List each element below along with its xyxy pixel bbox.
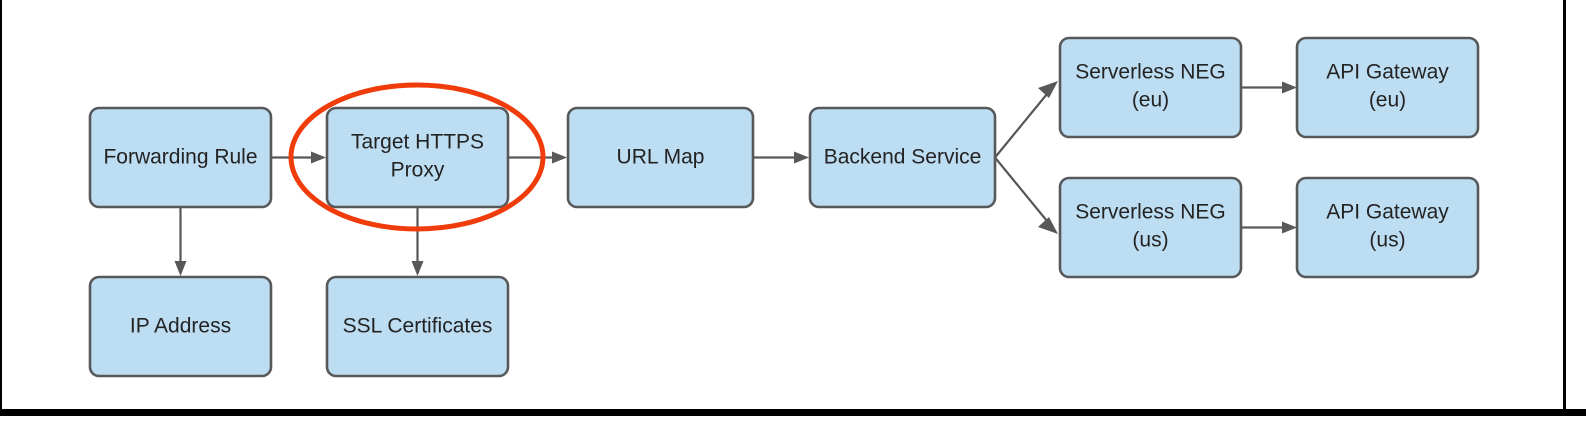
edge-serverless-neg-eu-to-api-gateway-eu xyxy=(1241,81,1297,94)
node-forwarding-rule-label: Forwarding Rule xyxy=(103,146,257,169)
node-serverless-neg-us[interactable]: Serverless NEG (us) xyxy=(1058,176,1243,279)
node-serverless-neg-us-label-line2: (us) xyxy=(1132,229,1168,252)
node-backend-service-box[interactable] xyxy=(808,106,997,209)
node-api-gateway-eu-box[interactable] xyxy=(1295,36,1480,139)
node-forwarding-rule[interactable]: Forwarding Rule xyxy=(88,106,273,209)
node-url-map-box[interactable] xyxy=(566,106,755,209)
node-url-map[interactable]: URL Map xyxy=(566,106,755,209)
node-api-gateway-us-box[interactable] xyxy=(1295,176,1480,279)
node-target-https-proxy[interactable]: Target HTTPS Proxy xyxy=(325,106,510,209)
node-api-gateway-us-label-line2: (us) xyxy=(1369,229,1405,252)
node-ssl-certificates-box[interactable] xyxy=(325,275,510,378)
node-api-gateway-eu-label-line1: API Gateway xyxy=(1326,61,1449,84)
edge-target-https-proxy-to-url-map xyxy=(508,151,567,164)
node-serverless-neg-us-box[interactable] xyxy=(1058,176,1243,279)
node-serverless-neg-eu-label-line1: Serverless NEG xyxy=(1075,61,1226,84)
edge-url-map-to-backend-service xyxy=(753,151,809,164)
node-ip-address[interactable]: IP Address xyxy=(88,275,273,378)
node-backend-service[interactable]: Backend Service xyxy=(808,106,997,209)
node-ip-address-label: IP Address xyxy=(130,315,231,338)
node-target-https-proxy-label-line2: Proxy xyxy=(391,159,445,182)
node-forwarding-rule-box[interactable] xyxy=(88,106,273,209)
nodes-layer: Forwarding Rule Target HTTPS Proxy URL M… xyxy=(88,36,1480,378)
node-ssl-certificates[interactable]: SSL Certificates xyxy=(325,275,510,378)
node-target-https-proxy-box[interactable] xyxy=(325,106,510,209)
edge-backend-service-to-serverless-neg-eu xyxy=(994,81,1058,159)
node-api-gateway-eu[interactable]: API Gateway (eu) xyxy=(1295,36,1480,139)
node-ip-address-box[interactable] xyxy=(88,275,273,378)
edge-forwarding-rule-to-target-https-proxy xyxy=(271,151,326,164)
node-ssl-certificates-label: SSL Certificates xyxy=(343,315,493,338)
node-api-gateway-us[interactable]: API Gateway (us) xyxy=(1295,176,1480,279)
edge-serverless-neg-us-to-api-gateway-us xyxy=(1241,221,1297,234)
node-serverless-neg-eu-label-line2: (eu) xyxy=(1132,89,1169,112)
highlight-ellipse-annotation xyxy=(288,82,546,232)
edge-target-https-proxy-to-ssl-certificates xyxy=(411,207,424,276)
node-target-https-proxy-label-line1: Target HTTPS xyxy=(351,131,484,154)
node-backend-service-label: Backend Service xyxy=(824,146,982,169)
node-serverless-neg-us-label-line1: Serverless NEG xyxy=(1075,201,1226,224)
node-url-map-label: URL Map xyxy=(617,146,705,169)
edge-backend-service-to-serverless-neg-us xyxy=(994,156,1058,234)
node-serverless-neg-eu-box[interactable] xyxy=(1058,36,1243,139)
edge-forwarding-rule-to-ip-address xyxy=(174,207,187,276)
edges-layer xyxy=(174,81,1297,276)
node-serverless-neg-eu[interactable]: Serverless NEG (eu) xyxy=(1058,36,1243,139)
node-api-gateway-eu-label-line2: (eu) xyxy=(1369,89,1406,112)
node-api-gateway-us-label-line1: API Gateway xyxy=(1326,201,1449,224)
